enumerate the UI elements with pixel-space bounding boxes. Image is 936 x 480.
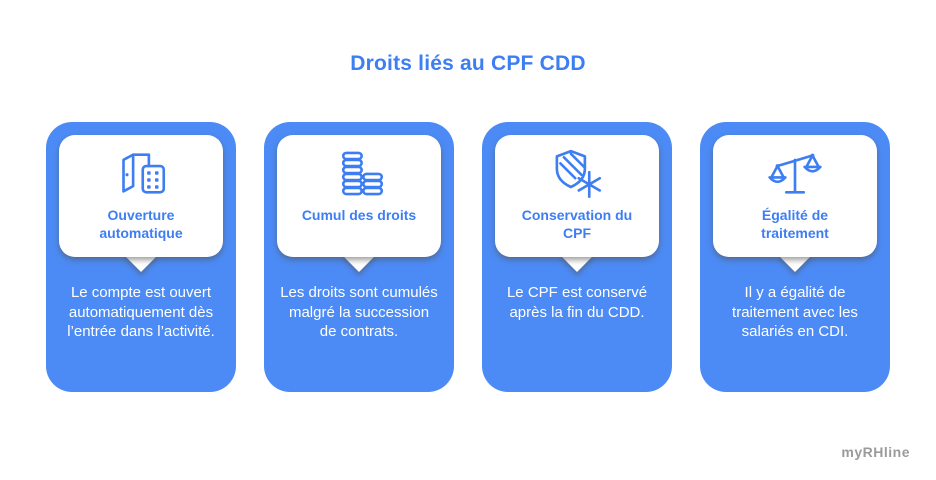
shield-snowflake-icon (549, 143, 605, 203)
card-body-text: Le CPF est conservé après la fin du CDD. (506, 284, 648, 321)
card-ouverture-automatique: Ouverture automatique Le compte est ouve… (46, 122, 236, 392)
cards-row: Ouverture automatique Le compte est ouve… (0, 122, 936, 392)
card-body-text: Le compte est ouvert automatiquement dès… (67, 284, 215, 340)
card-bubble: Ouverture automatique (59, 135, 223, 257)
card-bubble: Conservation du CPF (495, 135, 659, 257)
card-body-text: Il y a égalité de traitement avec les sa… (732, 284, 858, 340)
door-open-keypad-icon (113, 143, 169, 203)
card-bubble: Cumul des droits (277, 135, 441, 257)
balance-scale-icon (767, 143, 823, 203)
card-body-text: Les droits sont cumulés malgré la succes… (280, 284, 438, 340)
card-bubble: Égalité de traitement (713, 135, 877, 257)
card-heading: Égalité de traitement (761, 207, 829, 242)
coin-stacks-icon (331, 143, 387, 203)
card-heading: Conservation du CPF (521, 207, 633, 242)
page-title: Droits liés au CPF CDD (350, 52, 586, 75)
watermark: myRHline (841, 444, 910, 460)
card-egalite-de-traitement: Égalité de traitement Il y a égalité de … (700, 122, 890, 392)
card-heading: Ouverture automatique (99, 207, 183, 242)
card-conservation-du-cpf: Conservation du CPF Le CPF est conservé … (482, 122, 672, 392)
card-cumul-des-droits: Cumul des droits Les droits sont cumulés… (264, 122, 454, 392)
card-heading: Cumul des droits (301, 207, 417, 223)
